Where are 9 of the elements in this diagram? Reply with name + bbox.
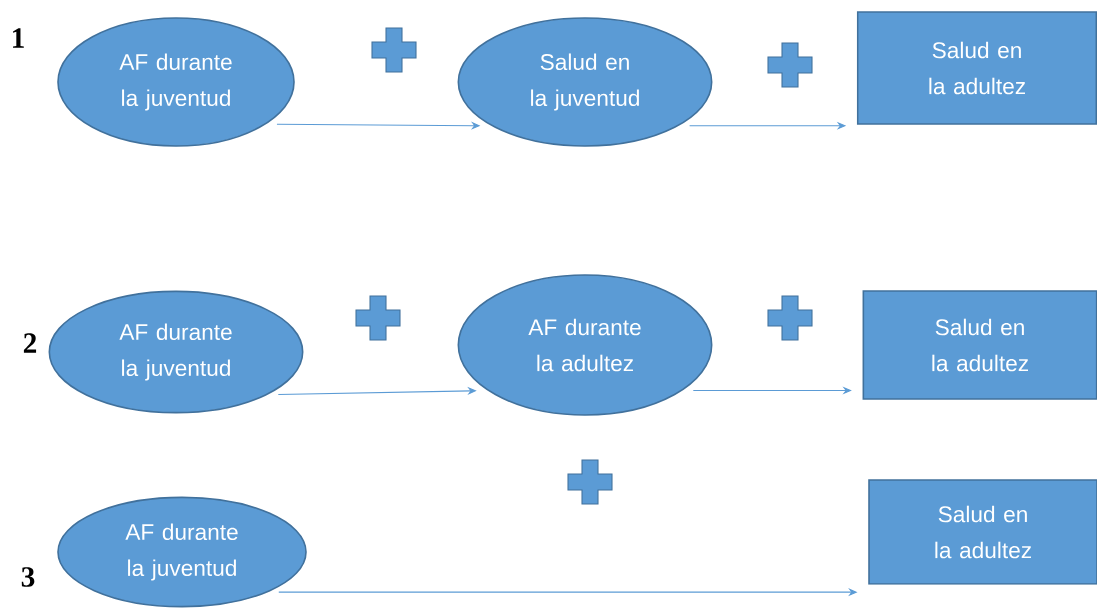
ellipse-node: AF durante la juventud — [57, 17, 295, 147]
row-number: 1 — [13, 28, 24, 48]
process-box: Salud en la adultez — [856, 11, 1097, 125]
ellipse-node: AF durante la adultez — [457, 274, 713, 416]
process-box: Salud en la adultez — [862, 290, 1097, 400]
ellipse-node: Salud en la juventud — [457, 17, 713, 147]
ellipse-node: AF durante la juventud — [48, 290, 304, 414]
ellipse-node: AF durante la juventud — [57, 496, 307, 608]
process-box: Salud en la adultez — [868, 479, 1097, 585]
